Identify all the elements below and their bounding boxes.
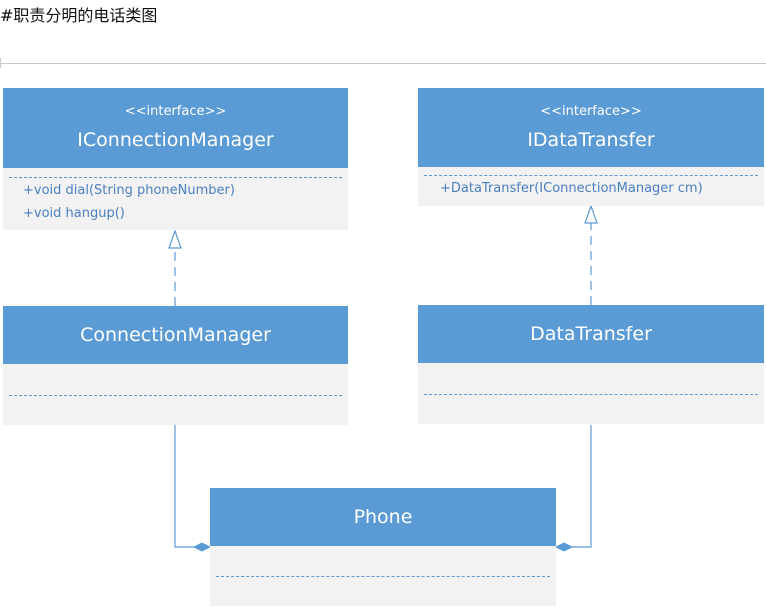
operations-list: +void dial(String phoneNumber) +void han… [23, 179, 235, 225]
class-body-compartment [3, 364, 348, 425]
operations-list: +DataTransfer(IConnectionManager cm) [440, 179, 703, 199]
compartment-divider [424, 175, 758, 176]
compartment-divider [9, 395, 342, 396]
class-header: Phone [210, 488, 556, 546]
realization-arrowhead-connection [168, 229, 182, 249]
class-operations-compartment: +void dial(String phoneNumber) +void han… [3, 168, 348, 230]
operation-datatransfer: +DataTransfer(IConnectionManager cm) [440, 181, 703, 196]
class-datatransfer[interactable]: DataTransfer [418, 305, 764, 424]
class-name: ConnectionManager [80, 324, 271, 346]
class-body-compartment [210, 546, 556, 606]
class-operations-compartment: +DataTransfer(IConnectionManager cm) [418, 167, 764, 206]
class-name: DataTransfer [530, 323, 652, 345]
class-connectionmanager[interactable]: ConnectionManager [3, 306, 348, 425]
class-name: IConnectionManager [77, 129, 274, 151]
class-name: Phone [353, 506, 413, 528]
compartment-divider [216, 576, 550, 577]
class-iconnectionmanager[interactable]: <<interface>> IConnectionManager +void d… [3, 88, 348, 230]
aggregation-line-datatransfer [572, 425, 592, 548]
class-phone[interactable]: Phone [210, 488, 556, 606]
horizontal-rule [0, 63, 766, 64]
aggregation-diamond-datatransfer [554, 542, 574, 552]
class-header: <<interface>> IDataTransfer [418, 88, 764, 167]
class-header: ConnectionManager [3, 306, 348, 364]
page-heading: #职责分明的电话类图 [0, 6, 158, 25]
rule-tick [0, 58, 1, 68]
class-name: IDataTransfer [527, 128, 655, 151]
aggregation-diamond-connection [192, 542, 212, 552]
operation-hangup: +void hangup() [23, 206, 125, 221]
class-header: DataTransfer [418, 305, 764, 363]
class-stereotype: <<interface>> [540, 103, 642, 119]
aggregation-line-connection [174, 425, 194, 548]
operation-dial: +void dial(String phoneNumber) [23, 183, 235, 198]
class-idatatransfer[interactable]: <<interface>> IDataTransfer +DataTransfe… [418, 88, 764, 206]
class-body-compartment [418, 363, 764, 424]
realization-arrowhead-datatransfer [584, 204, 598, 224]
compartment-divider [9, 177, 342, 178]
class-header: <<interface>> IConnectionManager [3, 88, 348, 168]
class-stereotype: <<interface>> [124, 104, 227, 119]
compartment-divider [424, 394, 758, 395]
